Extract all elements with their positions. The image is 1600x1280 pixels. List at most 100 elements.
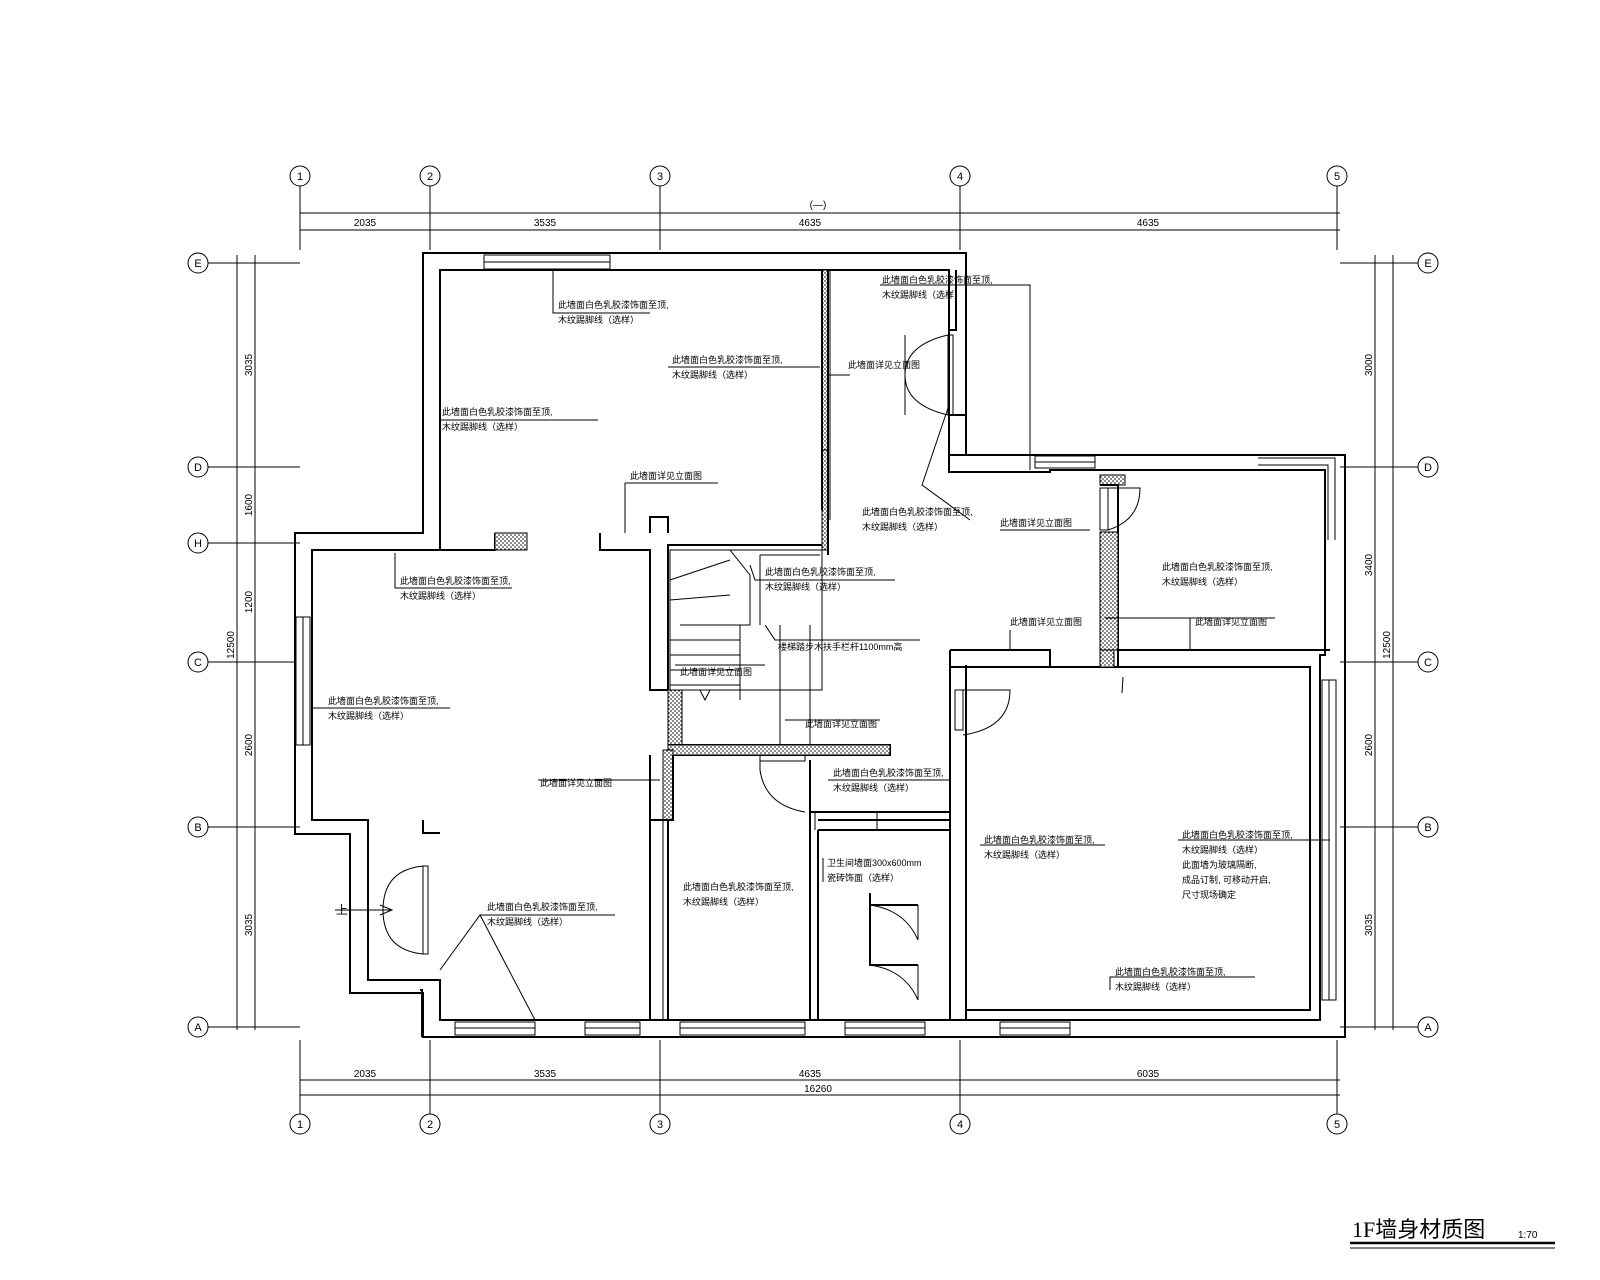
left-dim-2: 1600 — [244, 493, 255, 516]
axis-bubble-top-2: 2 — [419, 165, 441, 205]
svg-text:此墙面详见立面图: 此墙面详见立面图 — [1000, 517, 1072, 528]
svg-text:此墙面详见立面图: 此墙面详见立面图 — [805, 718, 877, 729]
axis-bubble-left-C: C — [187, 651, 230, 673]
bottom-dim-3: 4635 — [799, 1069, 822, 1080]
bottom-dim-2: 3535 — [534, 1069, 557, 1080]
note-right-room-elevation-2: 此墙面详见立面图 — [1195, 616, 1267, 627]
bottom-dimension-group: 2035 3535 4635 6035 16260 — [299, 1040, 1340, 1100]
svg-text:A: A — [1424, 1022, 1432, 1034]
svg-text:此墙面白色乳胶漆饰面至顶,: 此墙面白色乳胶漆饰面至顶, — [1115, 966, 1226, 977]
svg-text:此墙面白色乳胶漆饰面至顶,: 此墙面白色乳胶漆饰面至顶, — [672, 354, 783, 365]
svg-text:3: 3 — [657, 171, 663, 183]
top-dim-2: 3535 — [534, 218, 557, 229]
svg-text:木纹踢脚线（选样）: 木纹踢脚线（选样） — [328, 710, 409, 721]
svg-text:此墙面白色乳胶漆饰面至顶,: 此墙面白色乳胶漆饰面至顶, — [558, 299, 669, 310]
note-stair-elevation: 此墙面详见立面图 — [630, 470, 702, 481]
bottom-axis-bubbles: 1 2 3 4 5 — [289, 1100, 1348, 1135]
door-kitchen — [759, 754, 806, 813]
axis-bubble-top-5: 5 — [1326, 165, 1348, 205]
svg-text:1: 1 — [297, 171, 303, 183]
right-dim-2: 3400 — [1364, 553, 1375, 576]
svg-text:5: 5 — [1334, 171, 1340, 183]
note-entry-up-arrow-label: 上 — [336, 903, 348, 917]
note-master-bottom: 此墙面白色乳胶漆饰面至顶, 木纹踢脚线（选样） — [1115, 966, 1226, 992]
svg-text:C: C — [194, 657, 202, 669]
drawing-scale: 1:70 — [1518, 1230, 1538, 1241]
svg-text:3: 3 — [657, 1119, 663, 1131]
note-hall-mid: 此墙面白色乳胶漆饰面至顶, 木纹踢脚线（选样） — [862, 506, 973, 532]
axis-bubble-bottom-1: 1 — [289, 1100, 311, 1135]
svg-text:木纹踢脚线（选样）: 木纹踢脚线（选样） — [862, 521, 943, 532]
axis-bubble-left-D: D — [187, 456, 230, 478]
bottom-dim-4: 6035 — [1137, 1069, 1160, 1080]
left-axis-bubbles: E D H C B A — [187, 252, 230, 1038]
axis-bubble-bottom-4: 4 — [949, 1100, 971, 1135]
axis-bubble-top-3: 3 — [649, 165, 671, 205]
note-master-mid: 此墙面白色乳胶漆饰面至顶, 木纹踢脚线（选样） — [984, 834, 1095, 860]
window-bottom-3 — [679, 1021, 806, 1036]
annotation-leaders — [312, 270, 1330, 1021]
svg-text:木纹踢脚线（选样）: 木纹踢脚线（选样） — [984, 849, 1065, 860]
door-master — [954, 689, 1011, 736]
axis-bubble-right-B: B — [1400, 816, 1439, 838]
svg-text:D: D — [194, 462, 202, 474]
svg-text:木纹踢脚线（选样）: 木纹踢脚线（选样） — [400, 590, 481, 601]
annotation-notes: 此墙面白色乳胶漆饰面至顶, 木纹踢脚线（选样） 此墙面白色乳胶漆饰面至顶, 木纹… — [328, 274, 1293, 992]
note-living-column: 此墙面详见立面图 — [540, 777, 612, 788]
svg-text:木纹踢脚线（选样）: 木纹踢脚线（选样） — [487, 916, 568, 927]
axis-bubble-top-4: 4 — [949, 165, 971, 205]
top-dim-1: 2035 — [354, 218, 377, 229]
svg-text:此墙面详见立面图: 此墙面详见立面图 — [680, 666, 752, 677]
svg-text:B: B — [1424, 822, 1431, 834]
axis-bubble-right-C: C — [1400, 651, 1439, 673]
door-bath-small — [814, 812, 878, 830]
note-bathroom-tile: 卫生间墙面300x600mm 瓷砖饰面（选样） — [827, 857, 922, 883]
top-dimension-group: (—) 2035 3535 4635 4635 — [299, 200, 1340, 250]
svg-text:木纹踢脚线（选样）: 木纹踢脚线（选样） — [672, 369, 753, 380]
axis-bubble-left-A: A — [187, 1016, 230, 1038]
svg-text:此墙面白色乳胶漆饰面至顶,: 此墙面白色乳胶漆饰面至顶, — [683, 881, 794, 892]
top-dim-4: 4635 — [1137, 218, 1160, 229]
note-hall-top: 此墙面白色乳胶漆饰面至顶, 木纹踢脚线（选样） — [882, 274, 993, 300]
axis-bubble-left-B: B — [187, 816, 230, 838]
svg-text:C: C — [1424, 657, 1432, 669]
door-right-bedroom — [1099, 487, 1141, 531]
svg-text:此墙面白色乳胶漆饰面至顶,: 此墙面白色乳胶漆饰面至顶, — [1182, 829, 1293, 840]
svg-text:此墙面白色乳胶漆饰面至顶,: 此墙面白色乳胶漆饰面至顶, — [400, 575, 511, 586]
svg-text:卫生间墙面300x600mm: 卫生间墙面300x600mm — [827, 857, 922, 868]
svg-text:木纹踢脚线（选样）: 木纹踢脚线（选样） — [558, 314, 639, 325]
window-top-bedroom — [483, 254, 611, 270]
axis-bubble-right-A: A — [1400, 1016, 1439, 1038]
window-left-living — [295, 616, 311, 746]
note-stair-wall: 此墙面白色乳胶漆饰面至顶, 木纹踢脚线（选样） — [765, 566, 876, 592]
note-hall-elevation-1: 此墙面详见立面图 — [848, 359, 920, 370]
interior-walls — [349, 269, 1330, 1020]
svg-text:木纹踢脚线（选样）: 木纹踢脚线（选样） — [683, 896, 764, 907]
doors — [382, 334, 1141, 1001]
note-bedroom-right: 此墙面白色乳胶漆饰面至顶, 木纹踢脚线（选样） — [672, 354, 783, 380]
note-center-elevation: 此墙面详见立面图 — [1010, 616, 1082, 627]
svg-text:此面墙为玻璃隔断,: 此面墙为玻璃隔断, — [1182, 859, 1257, 870]
svg-text:木纹踢脚线（选样）: 木纹踢脚线（选样） — [1115, 981, 1196, 992]
axis-bubble-right-D: D — [1400, 456, 1439, 478]
svg-text:此墙面详见立面图: 此墙面详见立面图 — [1010, 616, 1082, 627]
svg-text:此墙面白色乳胶漆饰面至顶,: 此墙面白色乳胶漆饰面至顶, — [833, 767, 944, 778]
axis-bubble-right-E: E — [1400, 252, 1439, 274]
svg-text:尺寸现场确定: 尺寸现场确定 — [1182, 889, 1236, 900]
svg-text:此墙面白色乳胶漆饰面至顶,: 此墙面白色乳胶漆饰面至顶, — [328, 695, 439, 706]
axis-bubble-top-1: 1 — [289, 165, 311, 205]
svg-text:瓷砖饰面（选样）: 瓷砖饰面（选样） — [827, 872, 899, 883]
svg-text:5: 5 — [1334, 1119, 1340, 1131]
windows — [295, 254, 1337, 1036]
svg-text:木纹踢脚线（选样）: 木纹踢脚线（选样） — [1182, 844, 1263, 855]
svg-text:木纹踢脚线（选样）: 木纹踢脚线（选样） — [1162, 576, 1243, 587]
window-right-room-top — [1034, 455, 1096, 469]
door-hall-double — [904, 334, 954, 416]
svg-text:木纹踢脚线（选样）: 木纹踢脚线（选样） — [765, 581, 846, 592]
drawing-title: 1F墙身材质图 — [1352, 1217, 1485, 1242]
left-dim-3: 1200 — [244, 590, 255, 613]
note-bedroom-top: 此墙面白色乳胶漆饰面至顶, 木纹踢脚线（选样） — [558, 299, 669, 325]
right-dim-1: 3000 — [1364, 353, 1375, 376]
note-stair-elevation-3: 此墙面详见立面图 — [805, 718, 877, 729]
